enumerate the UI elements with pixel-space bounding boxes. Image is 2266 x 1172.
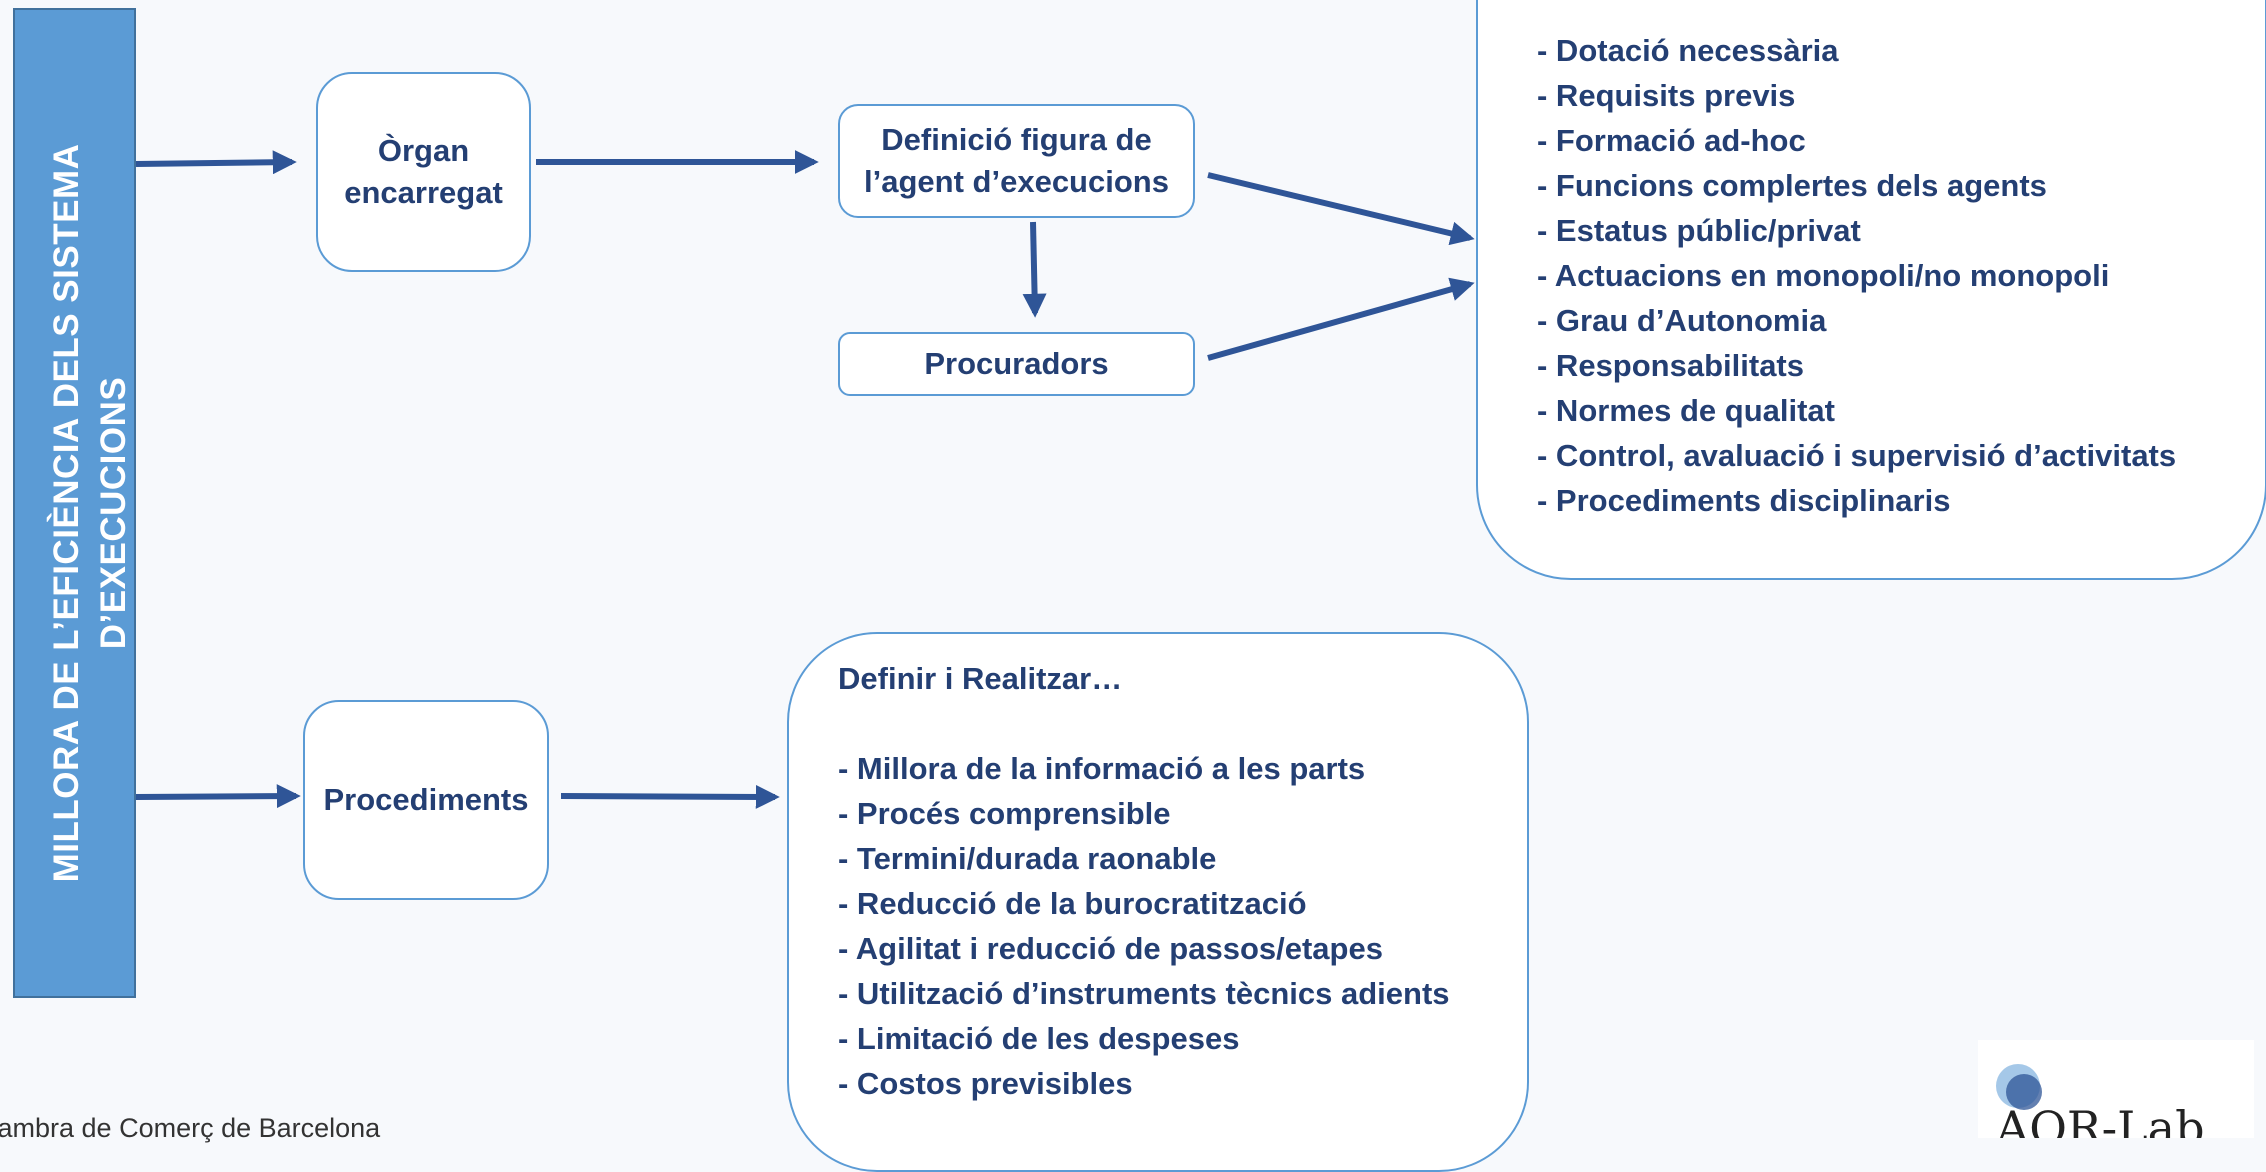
list-item: - Funcions complertes dels agents bbox=[1537, 168, 2047, 203]
arrow-definicio-to-procuradors bbox=[1022, 221, 1047, 318]
list-item: - Dotació necessària bbox=[1537, 33, 1839, 68]
list-item: - Responsabilitats bbox=[1537, 348, 1804, 383]
list-item: - Limitació de les despeses bbox=[838, 1021, 1240, 1056]
list-item: - Actuacions en monopoli/no monopoli bbox=[1537, 258, 2110, 293]
arrow-sidebar-to-organ bbox=[135, 150, 297, 175]
aqr-lab-logo: AQR-Lab bbox=[1978, 1040, 2254, 1138]
list-item: - Estatus públic/privat bbox=[1537, 213, 1861, 248]
list-item: - Requisits previs bbox=[1537, 78, 1796, 113]
list-item: - Grau d’Autonomia bbox=[1537, 303, 1827, 338]
organ-box: Òrgan encarregat bbox=[316, 72, 531, 272]
arrow-definicio-to-list bbox=[1207, 172, 1475, 246]
list-item: - Procés comprensible bbox=[838, 796, 1171, 831]
list-item: - Normes de qualitat bbox=[1537, 393, 1835, 428]
list-item: - Termini/durada raonable bbox=[838, 841, 1217, 876]
agent-requirements-box: - Dotació necessària - Requisits previs … bbox=[1476, 0, 2266, 580]
list-item: - Costos previsibles bbox=[838, 1066, 1133, 1101]
list-item: - Procediments disciplinaris bbox=[1537, 483, 1951, 518]
aqr-lab-logo-icon bbox=[1996, 1064, 2042, 1110]
list-item: - Agilitat i reducció de passos/etapes bbox=[838, 931, 1383, 966]
procedure-goals-heading: Definir i Realitzar… bbox=[838, 661, 1123, 696]
list-item: - Control, avaluació i supervisió d’acti… bbox=[1537, 438, 2177, 473]
procedure-goals-box: Definir i Realitzar… - Millora de la inf… bbox=[787, 632, 1529, 1172]
definicio-box: Definició figura de l’agent d’execucions bbox=[838, 104, 1195, 218]
list-item: - Formació ad-hoc bbox=[1537, 123, 1806, 158]
arrow-procuradors-to-list bbox=[1207, 277, 1475, 361]
list-item: - Reducció de la burocratització bbox=[838, 886, 1307, 921]
footer-note: Cambra de Comerç de Barcelona bbox=[0, 1113, 381, 1143]
list-item: - Utilització d’instruments tècnics adie… bbox=[838, 976, 1450, 1011]
logo-text: AQR-Lab bbox=[1996, 1101, 2205, 1138]
procediments-box: Procediments bbox=[303, 700, 549, 900]
list-item: - Millora de la informació a les parts bbox=[838, 751, 1366, 786]
sidebar-title: MILLORA DE L’EFICIÈNCIA DELS SISTEMA D’E… bbox=[47, 143, 133, 883]
efficiency-sidebar: MILLORA DE L’EFICIÈNCIA DELS SISTEMA D’E… bbox=[13, 8, 136, 998]
arrow-sidebar-to-procediments bbox=[135, 784, 301, 809]
procuradors-box: Procuradors bbox=[838, 332, 1195, 396]
arrow-procediments-to-list bbox=[560, 784, 780, 809]
